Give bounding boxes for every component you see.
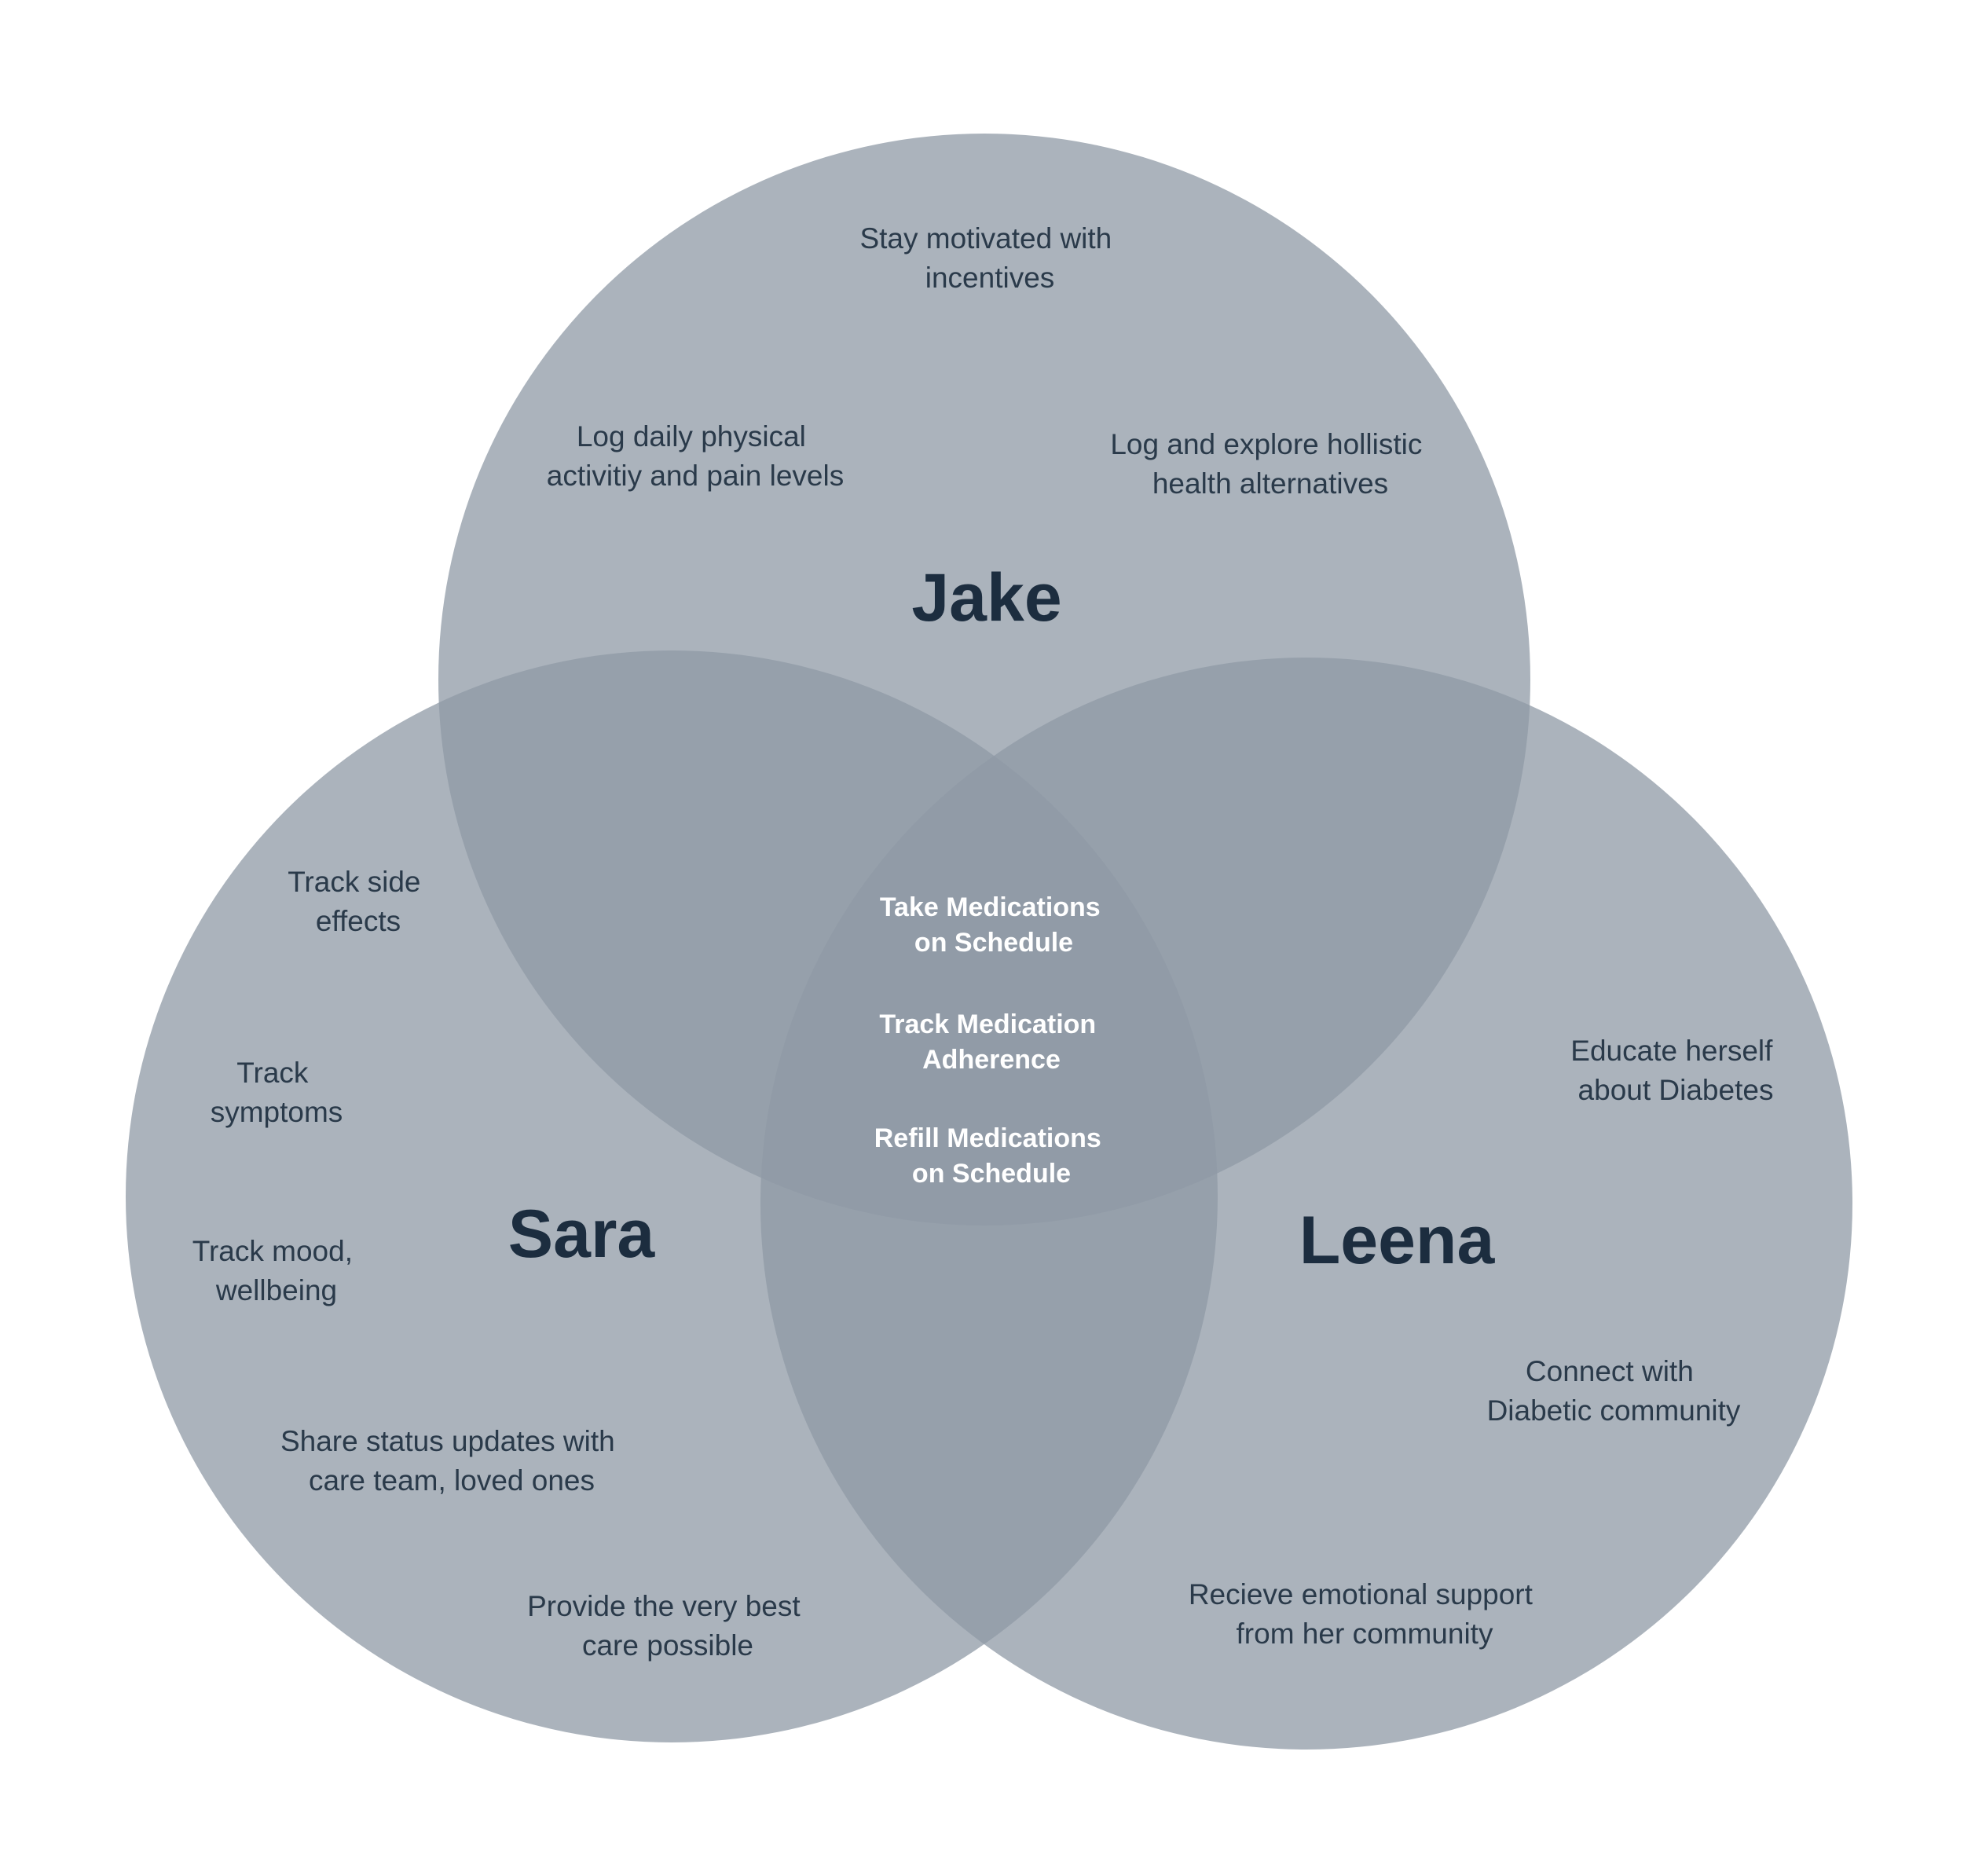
circle-leena [760,658,1852,1750]
leena-name: Leena [1299,1203,1496,1278]
sara-item-1: Track side effects [288,866,429,937]
jake-item-2: Log daily physical activitiy and pain le… [547,420,844,492]
leena-item-2: Connect with Diabetic community [1487,1355,1741,1427]
leena-item-1: Educate herself about Diabetes [1570,1035,1780,1106]
sara-item-5: Provide the very best care possible [527,1590,808,1662]
jake-item-3: Log and explore hollistic health alterna… [1110,428,1430,500]
shared-item-2: Track Medication Adherence [879,1009,1103,1075]
sara-name: Sara [508,1196,656,1272]
sara-item-3: Track mood, wellbeing [192,1235,361,1306]
sara-item-2: Track symptoms [211,1057,343,1128]
sara-item-4: Share status updates with care team, lov… [280,1425,623,1497]
jake-item-1: Stay motivated with incentives [859,222,1119,294]
shared-item-1: Take Medications on Schedule [880,892,1108,958]
jake-name: Jake [911,560,1061,636]
shared-item-3: Refill Medications on Schedule [874,1123,1109,1189]
venn-circles [126,134,1852,1750]
leena-item-3: Recieve emotional support from her commu… [1189,1578,1541,1650]
